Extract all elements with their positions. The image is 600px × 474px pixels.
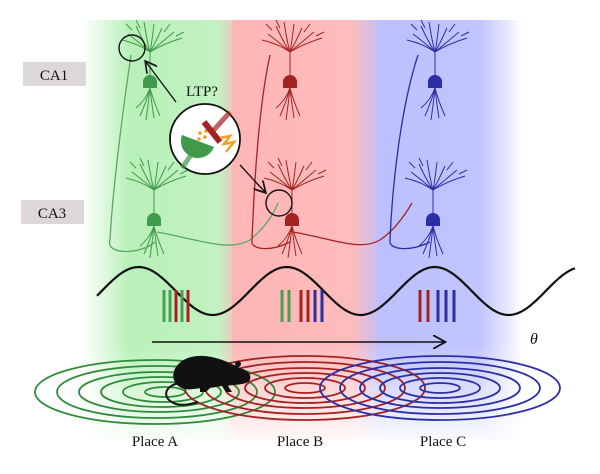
region-label-box: [23, 62, 86, 86]
place-field-c-ring: [399, 377, 481, 399]
ltp-arrow-up: [146, 62, 177, 103]
place-field-c-ring: [339, 361, 541, 415]
presynaptic-bouton-icon: [180, 135, 214, 159]
region-label-box: [21, 200, 84, 224]
place-field-c-ring: [379, 372, 501, 404]
place-label-b: Place B: [277, 434, 323, 450]
neuron-ca1-green: [121, 19, 185, 121]
place-field-a-ring: [56, 365, 258, 419]
region-label-ca3: CA3: [21, 200, 84, 224]
axon-green-to-red: [156, 202, 279, 246]
region-label-ca1: CA1: [23, 62, 86, 86]
place-label-a: Place A: [132, 434, 178, 450]
place-label-c: Place C: [420, 434, 466, 450]
ltp-arrow-down: [239, 164, 265, 192]
neuron-ca3-green: [125, 157, 189, 259]
place-field-c-ring: [359, 367, 521, 409]
synapse-circle-ca3: [265, 189, 293, 217]
place-field-a-ring: [78, 371, 240, 413]
place-field-b-ring: [244, 372, 366, 404]
axon-blue-ca1: [389, 54, 431, 250]
axon-red-to-blue: [292, 202, 413, 246]
place-field-b-ring: [284, 382, 326, 394]
place-field-a-ring: [100, 376, 222, 408]
theta-label: θ: [530, 331, 538, 348]
rat-icon: [165, 355, 251, 406]
place-field-c-ring: [319, 355, 561, 421]
ltp-label: LTP?: [186, 84, 218, 100]
region-label-text: CA1: [40, 68, 68, 84]
postsynaptic-neck: [210, 110, 232, 134]
theta-spikes: [162, 290, 456, 322]
axon-green-ca1: [109, 54, 156, 253]
neuron-ca3-blue: [404, 157, 468, 259]
neurons: [121, 19, 470, 259]
ltp-callout: LTP?: [118, 34, 293, 217]
synapse-circle-ca1: [118, 34, 146, 62]
region-label-text: CA3: [38, 206, 66, 222]
axons: [109, 54, 431, 253]
place-field-c-ring: [419, 382, 461, 394]
lightning-icon: [219, 134, 238, 153]
axon-red-ca1: [251, 54, 291, 250]
neuron-ca3-red: [263, 157, 327, 259]
place-field-b-ring: [264, 377, 346, 399]
neuron-ca1-red: [261, 19, 325, 121]
presynaptic-axon: [179, 150, 196, 170]
place-field-a-ring: [34, 359, 276, 425]
neuron-ca1-blue: [406, 19, 470, 121]
